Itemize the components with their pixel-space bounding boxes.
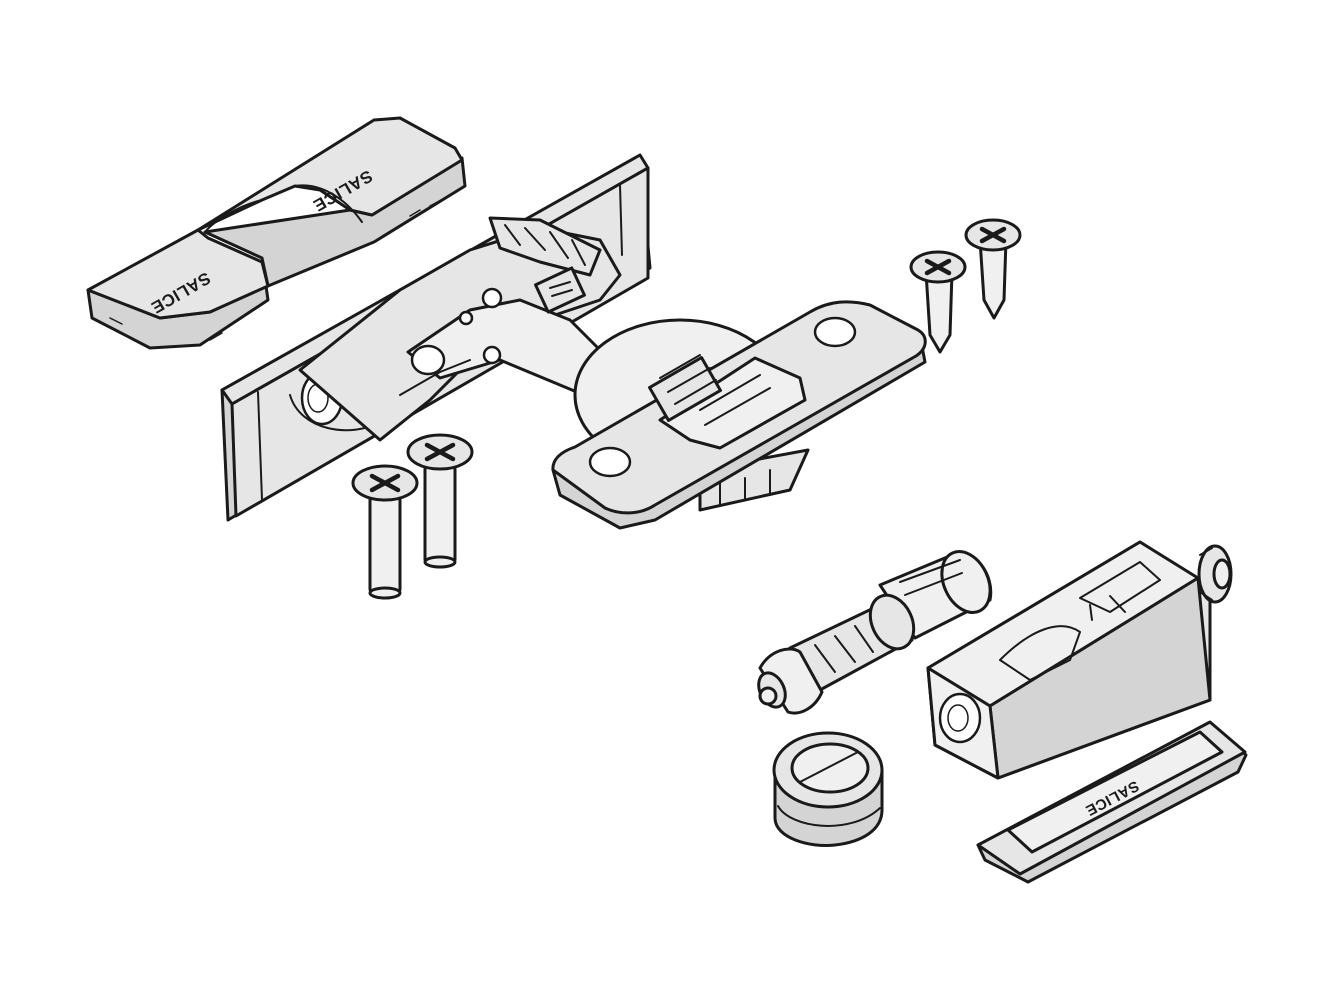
cup-screw-hole-back [813, 316, 857, 348]
wood-screws [909, 218, 1022, 354]
hinge-cup [551, 300, 927, 530]
long-screw-2 [406, 433, 474, 569]
long-screw-1 [351, 464, 419, 600]
cover-strip: SALICE [976, 720, 1248, 884]
push-housing [926, 540, 1233, 780]
housing-adjuster-nut [1197, 544, 1233, 604]
round-cap [772, 731, 884, 848]
wood-screw-2 [964, 218, 1022, 320]
cup-screw-hole-front [588, 446, 632, 478]
cover-plate-top [86, 228, 270, 320]
wood-screw-1 [909, 250, 967, 354]
push-piston [757, 550, 993, 715]
long-screws [351, 433, 474, 600]
housing-bore [938, 692, 982, 744]
hinge-cover-plate: SALICE SALICE [86, 116, 467, 350]
